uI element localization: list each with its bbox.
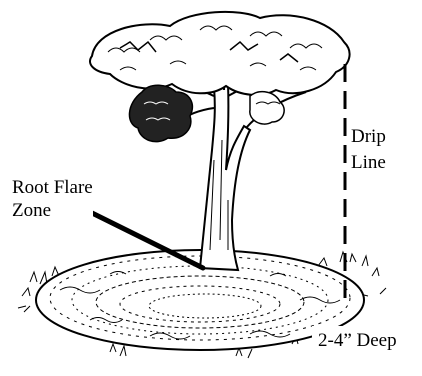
mulch-depth-label: 2-4” Deep [312, 326, 401, 356]
drip-label-line1: Drip [351, 124, 386, 150]
root-flare-zone-label: Root Flare Zone [12, 176, 93, 222]
drip-line-label: Drip Line [351, 124, 386, 176]
drip-label-line2: Line [351, 150, 386, 176]
root-flare-label-line1: Root Flare [12, 176, 93, 199]
root-flare-label-line2: Zone [12, 199, 93, 222]
